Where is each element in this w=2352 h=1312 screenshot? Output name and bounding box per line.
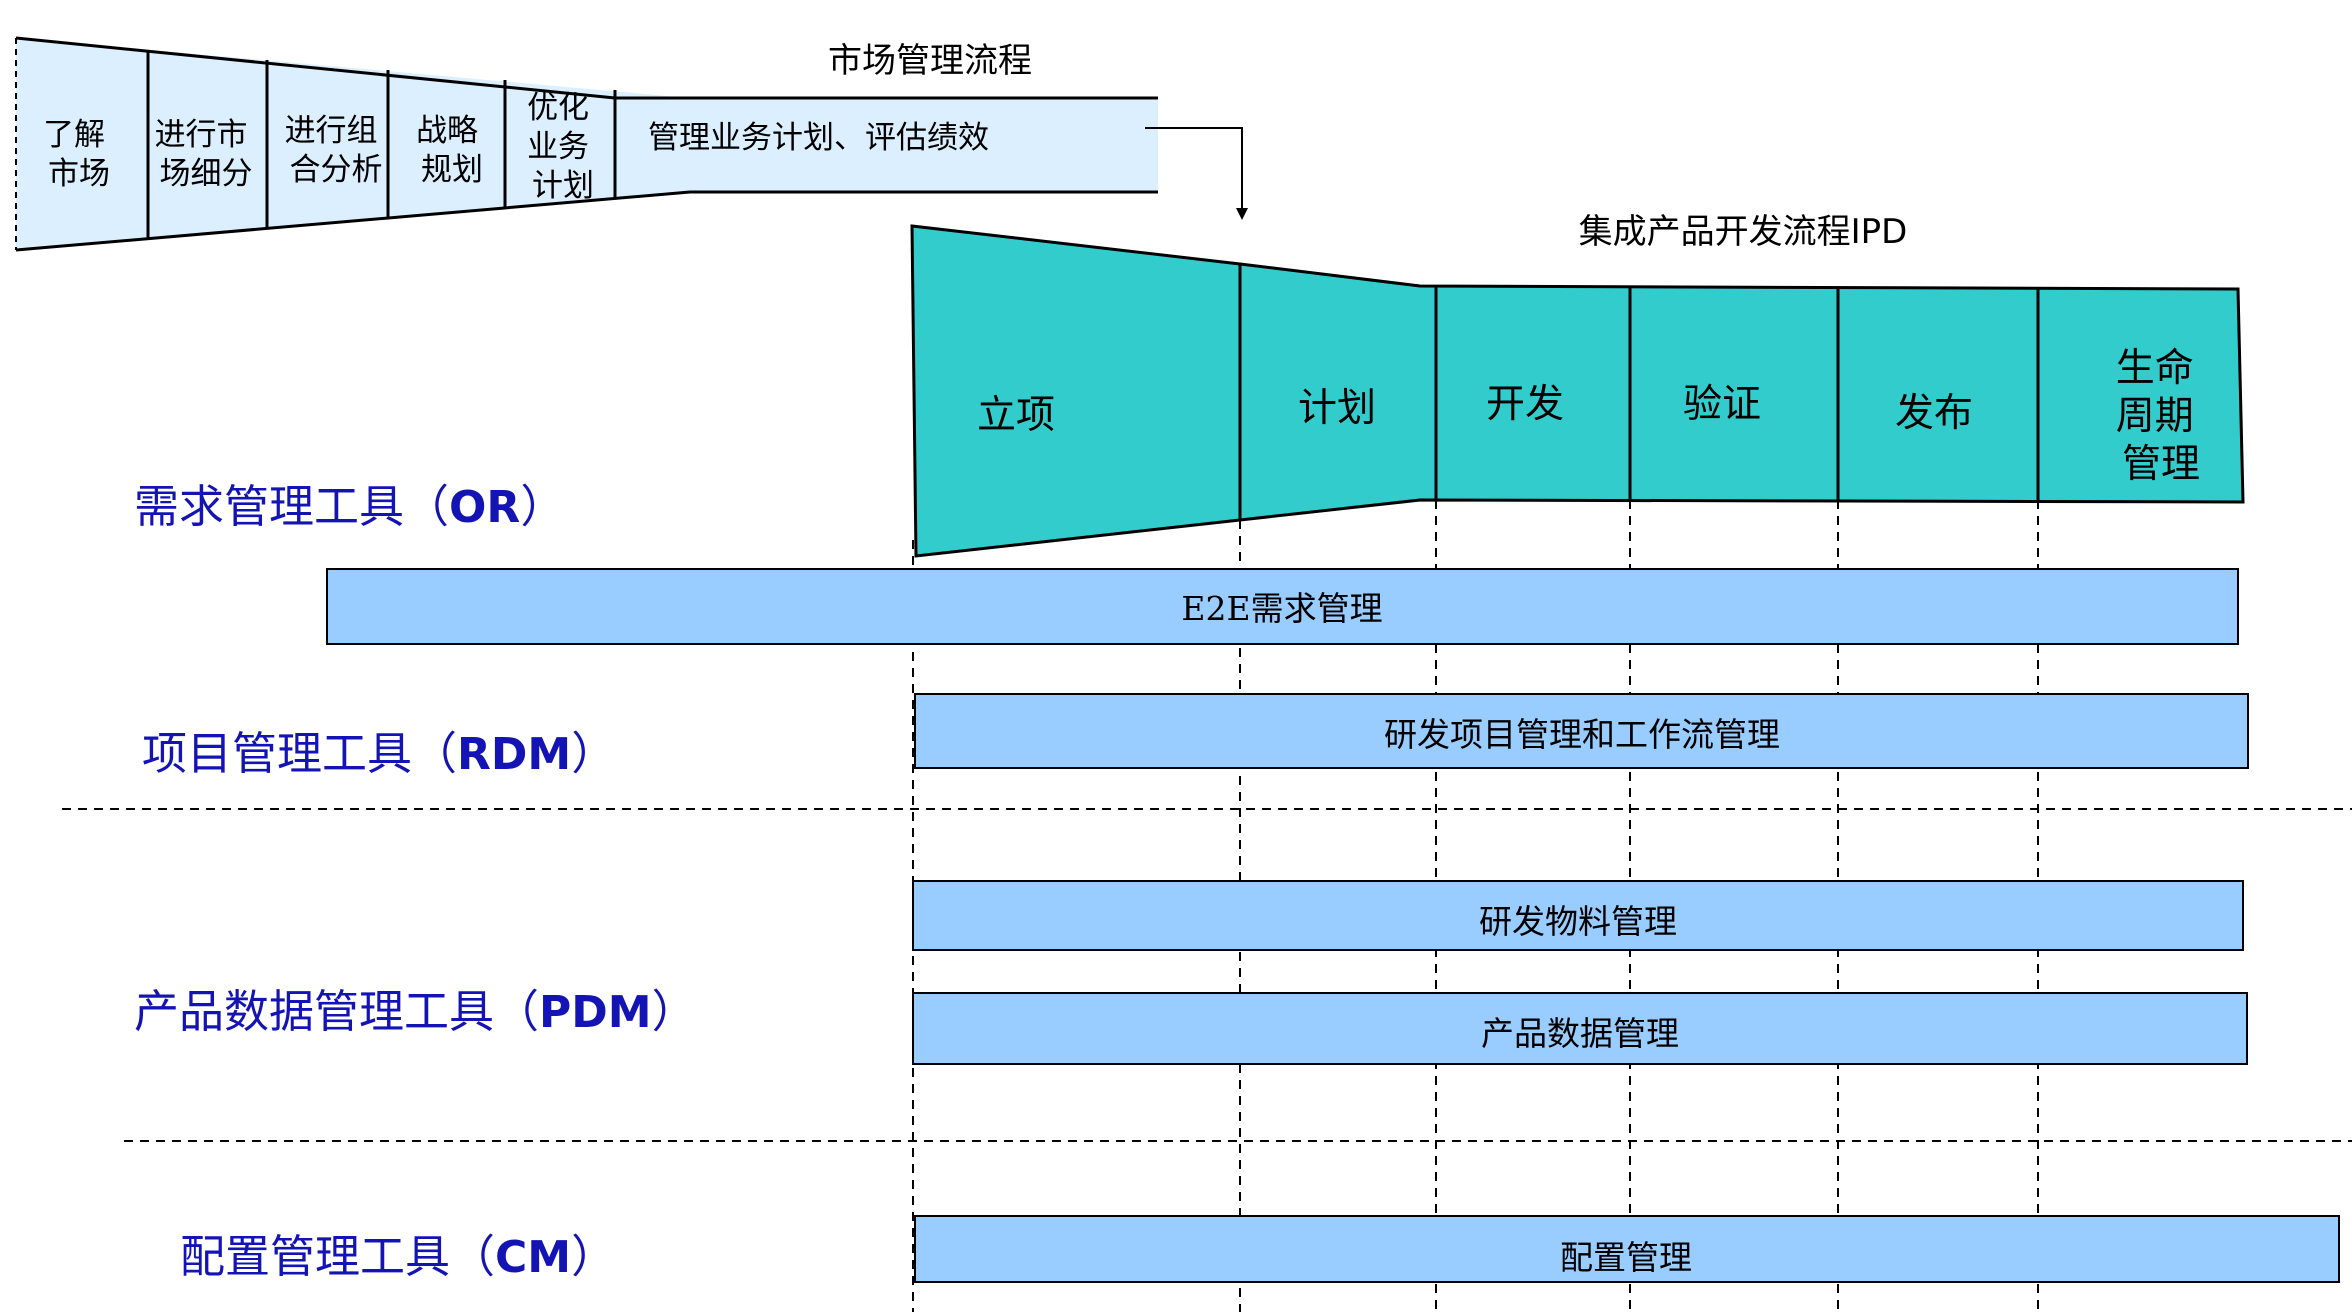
ipd-phase-label: 生命 周期 管理 xyxy=(2116,346,2206,487)
section-separators xyxy=(62,808,2352,1142)
ipd-process: 集成产品开发流程IPD 立项 计划 开发 验证 发布 生命 周期 管理 xyxy=(910,212,2245,558)
bar-label: 研发物料管理 xyxy=(1479,902,1677,941)
ipd-funnel-shape xyxy=(910,224,2245,558)
tool-labels: 需求管理工具（OR） 项目管理工具（RDM） 产品数据管理工具（PDM） 配置管… xyxy=(134,480,697,1283)
tool-label-or: 需求管理工具（OR） xyxy=(134,480,565,533)
bar-product-data xyxy=(912,992,2248,1065)
bar-project-workflow xyxy=(914,693,2249,769)
bar-e2e-requirements xyxy=(326,568,2239,645)
market-funnel-shape xyxy=(16,38,1158,250)
bar-label: 配置管理 xyxy=(1560,1238,1692,1277)
ipd-phase-label: 计划 xyxy=(1298,386,1376,431)
tool-label-rdm: 项目管理工具（RDM） xyxy=(142,727,616,780)
market-process: 市场管理流程 了解 市场 进行市 场细分 进行组 合分析 战略 规划 优化 业务… xyxy=(15,36,1158,252)
bar-rd-materials xyxy=(912,880,2244,951)
market-step-label: 了解 市场 xyxy=(43,117,115,192)
bar-label: 产品数据管理 xyxy=(1481,1014,1679,1053)
ipd-phase-label: 立项 xyxy=(977,393,1055,438)
tool-label-pdm: 产品数据管理工具（PDM） xyxy=(134,985,697,1038)
ipd-phase-label: 开发 xyxy=(1486,382,1564,427)
ipd-funnel-left-dashes xyxy=(911,225,917,557)
tool-label-cm: 配置管理工具（CM） xyxy=(180,1230,616,1283)
market-dividers xyxy=(146,50,617,238)
market-step-label: 管理业务计划、评估绩效 xyxy=(648,120,989,156)
market-step-label: 战略 规划 xyxy=(416,113,488,188)
ipd-phase-label: 验证 xyxy=(1683,382,1761,427)
market-process-title: 市场管理流程 xyxy=(828,41,1032,81)
ipd-phase-label: 发布 xyxy=(1895,391,1973,436)
market-step-label: 进行组 合分析 xyxy=(285,113,388,188)
market-step-label: 进行市 场细分 xyxy=(155,117,258,192)
bar-label: E2E需求管理 xyxy=(1181,589,1382,628)
ipd-process-title: 集成产品开发流程IPD xyxy=(1579,212,1908,252)
market-step-label: 优化 业务 计划 xyxy=(527,90,599,204)
capability-bars: E2E需求管理 研发项目管理和工作流管理 研发物料管理 产品数据管理 配置管理 xyxy=(326,568,2340,1283)
bar-label: 研发项目管理和工作流管理 xyxy=(1384,715,1780,754)
connector-arrow xyxy=(1145,127,1248,220)
market-funnel-top-edge xyxy=(15,36,616,100)
bar-configuration xyxy=(914,1215,2340,1283)
ipd-dividers xyxy=(1238,264,2040,520)
market-funnel-bottom-edge xyxy=(15,190,691,252)
